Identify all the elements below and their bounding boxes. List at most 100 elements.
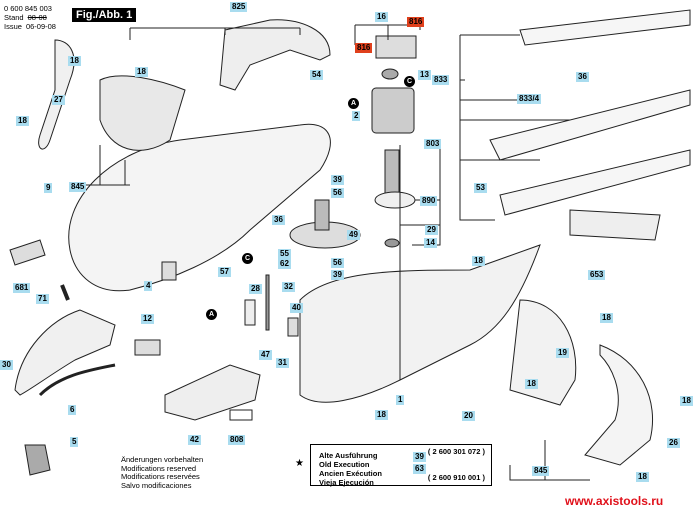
title-en: Old Execution xyxy=(319,460,370,469)
title-fr: Ancien Exécution xyxy=(319,469,382,478)
part-label-16: 16 xyxy=(375,12,388,22)
part-label-808: 808 xyxy=(228,435,246,445)
connector-c: C xyxy=(242,253,253,264)
issue-label: Issue xyxy=(4,22,22,31)
part-label-55: 55 xyxy=(278,249,291,259)
part-label-18: 18 xyxy=(472,256,485,266)
part-label-5: 5 xyxy=(70,437,79,447)
blade-lower xyxy=(499,149,691,216)
part-label-56: 56 xyxy=(331,258,344,268)
part-label-833: 833 xyxy=(432,75,450,85)
cable-6 xyxy=(38,363,116,397)
cover-plate-42 xyxy=(164,364,261,421)
switch-4 xyxy=(161,261,177,281)
part-label-13: 13 xyxy=(418,70,431,80)
part-label-845: 845 xyxy=(69,182,87,192)
part-label-40: 40 xyxy=(290,303,303,313)
part-label-31: 31 xyxy=(276,358,289,368)
handle-top xyxy=(219,19,331,91)
front-handle-30 xyxy=(14,309,116,396)
part-label-14: 14 xyxy=(424,238,437,248)
part-label-803: 803 xyxy=(424,139,442,149)
note-de: Änderungen vorbehalten xyxy=(121,455,204,464)
guard-19 xyxy=(509,299,577,406)
part-label-653: 653 xyxy=(588,270,606,280)
label-808 xyxy=(229,409,253,421)
handle-grip xyxy=(99,75,186,151)
part-label-18: 18 xyxy=(135,67,148,77)
switch-12 xyxy=(134,339,161,356)
part-label-833-4: 833/4 xyxy=(517,94,542,104)
issue-date: 06-09-08 xyxy=(25,22,56,31)
old-execution-box: Alte Ausführung Old Execution Ancien Exé… xyxy=(310,444,492,487)
bearing-13 xyxy=(381,68,399,80)
motor-2 xyxy=(371,87,415,134)
part-label-28: 28 xyxy=(249,284,262,294)
website-link[interactable]: www.axistools.ru xyxy=(565,494,664,508)
part-label-681: 681 xyxy=(13,283,31,293)
part-label-32: 32 xyxy=(282,282,295,292)
doc-number: 0 600 845 003 xyxy=(4,4,52,13)
part-label-39: 39 xyxy=(331,270,344,280)
part-label-4: 4 xyxy=(144,281,153,291)
part-label-18: 18 xyxy=(375,410,388,420)
part-label-62: 62 xyxy=(278,259,291,269)
modifications-note: Änderungen vorbehalten Modifications res… xyxy=(121,455,204,490)
part-label-6: 6 xyxy=(68,405,77,415)
part-label-56: 56 xyxy=(331,188,344,198)
part-label-42: 42 xyxy=(188,435,201,445)
old-date: 08-08 xyxy=(27,13,47,22)
part-label-26: 26 xyxy=(667,438,680,448)
rod-32 xyxy=(265,274,270,331)
part-label-825: 825 xyxy=(230,2,248,12)
title-es: Vieja Ejecución xyxy=(319,478,374,487)
part-label-36: 36 xyxy=(272,215,285,225)
part-label-57: 57 xyxy=(218,267,231,277)
part-label-47: 47 xyxy=(259,350,272,360)
note-en: Modifications reserved xyxy=(121,463,197,473)
figure-label: Fig./Abb. 1 xyxy=(72,8,137,22)
armature-890 xyxy=(384,149,400,196)
connector-a: A xyxy=(206,309,217,320)
part-label-18: 18 xyxy=(636,472,649,482)
part-label-71: 71 xyxy=(36,294,49,304)
part-number-2: ( 2 600 910 001 ) xyxy=(427,473,485,482)
blade-upper xyxy=(519,9,691,46)
part-label-18: 18 xyxy=(680,396,693,406)
connector-c: C xyxy=(404,76,415,87)
part-number-1: ( 2 600 301 072 ) xyxy=(427,447,485,456)
part-label-19: 19 xyxy=(556,348,569,358)
part-40 xyxy=(287,317,299,337)
part-label-2: 2 xyxy=(352,111,361,121)
note-fr: Modifications reservées xyxy=(121,472,200,481)
bearing-14 xyxy=(384,238,400,248)
handle-27 xyxy=(38,39,75,150)
part-label-36: 36 xyxy=(576,72,589,82)
blade-middle xyxy=(489,89,691,161)
housing-left xyxy=(68,123,331,292)
part-label-63: 63 xyxy=(413,464,426,474)
part-label-53: 53 xyxy=(474,183,487,193)
lever-28 xyxy=(244,299,256,326)
part-label-39: 39 xyxy=(331,175,344,185)
part-label-49: 49 xyxy=(347,230,360,240)
blade-guard-653 xyxy=(569,209,661,241)
stand-label: Stand xyxy=(4,13,24,22)
old-execution-titles: Alte Ausführung Old Execution Ancien Exé… xyxy=(319,451,382,487)
part-label-12: 12 xyxy=(141,314,154,324)
part-label-54: 54 xyxy=(310,70,323,80)
part-label-9: 9 xyxy=(44,183,53,193)
title-de: Alte Ausführung xyxy=(319,451,378,460)
part-label-29: 29 xyxy=(425,225,438,235)
part-label-27: 27 xyxy=(52,95,65,105)
housing-right-1 xyxy=(299,244,541,403)
part-label-18: 18 xyxy=(16,116,29,126)
note-es: Salvo modificaciones xyxy=(121,480,192,490)
connector-a: A xyxy=(348,98,359,109)
shaft-49 xyxy=(314,199,330,231)
part-label-845: 845 xyxy=(532,466,550,476)
fan-890 xyxy=(374,191,416,209)
trigger-681 xyxy=(9,239,46,266)
spring-71 xyxy=(60,284,70,301)
